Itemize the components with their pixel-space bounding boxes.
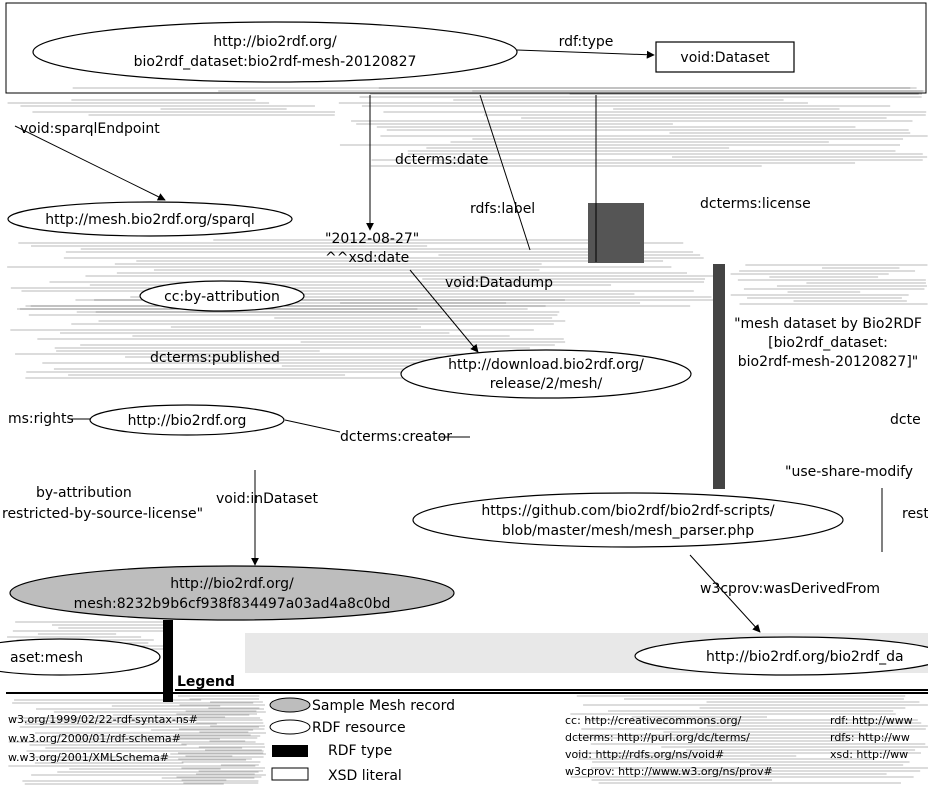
legend-resource-swatch	[269, 719, 311, 735]
datadump-edge	[409, 269, 479, 353]
date-type: ^^xsd:date	[325, 250, 409, 266]
right-namespace-label: http://bio2rdf.org/bio2rdf_da	[706, 649, 904, 665]
date-edge-label: dcterms:date	[395, 152, 488, 168]
label-edge-label: rdfs:label	[470, 201, 535, 217]
ns-rdf-right: rdf: http://www	[830, 714, 913, 727]
record-uri-line2: mesh:8232b9b6cf938f834497a03ad4a8c0bd	[74, 596, 391, 612]
ns-dcterms: dcterms: http://purl.org/dc/terms/	[565, 731, 750, 744]
derived-edge-label: w3cprov:wasDerivedFrom	[700, 581, 880, 597]
dataset-uri-line2: bio2rdf_dataset:bio2rdf-mesh-20120827	[134, 54, 417, 70]
sparql-edge	[14, 125, 166, 201]
label-literal-line3: bio2rdf-mesh-20120827]"	[738, 354, 919, 370]
legend-literal-swatch	[271, 767, 309, 781]
sparql-endpoint-note: void:sparqlEndpoint	[20, 121, 160, 137]
label-literal-line1: "mesh dataset by Bio2RDF	[734, 316, 922, 332]
cc-label: cc:by-attribution	[164, 289, 280, 305]
bio2rdf-uri: http://bio2rdf.org	[128, 413, 247, 429]
legend-record-swatch	[269, 697, 311, 713]
datadump-edge-label: void:Datadump	[445, 275, 553, 291]
bio2rdf-node[interactable]: http://bio2rdf.org	[89, 404, 285, 436]
date-literal: "2012-08-27" ^^xsd:date	[325, 231, 419, 266]
use-share-literal: "use-share-modify	[785, 464, 913, 480]
void-dataset-label: void:Dataset	[680, 50, 770, 66]
published-edge-label: dcterms:published	[150, 350, 280, 366]
ns-cc: cc: http://creativecommons.org/	[565, 714, 742, 727]
record-node[interactable]: http://bio2rdf.org/ mesh:8232b9b6cf938f8…	[9, 565, 455, 621]
download-node[interactable]: http://download.bio2rdf.org/ release/2/m…	[400, 349, 692, 399]
creator-edge	[284, 419, 341, 433]
dataset-uri-line1: http://bio2rdf.org/	[213, 34, 337, 50]
legend-title: Legend	[177, 674, 235, 690]
legend-literal-label: XSD literal	[328, 768, 402, 784]
legend-type-label: RDF type	[328, 743, 392, 759]
rdf-type-edge	[516, 49, 655, 59]
restricted-literal: restricted-by-source-license"	[2, 506, 203, 522]
ns-rdf: w3.org/1999/02/22-rdf-syntax-ns#	[8, 713, 198, 726]
in-dataset-edge-label: void:inDataset	[216, 491, 318, 507]
legend: Legend Sample Mesh record RDF resource R…	[6, 674, 928, 784]
ns-xsd: w.w3.org/2001/XMLSchema#	[8, 751, 169, 764]
creator-edge-label: dcterms:creator	[340, 429, 452, 445]
by-attribution-literal: by-attribution	[36, 485, 132, 501]
github-uri-line2: blob/master/mesh/mesh_parser.php	[502, 523, 754, 539]
download-uri-line1: http://download.bio2rdf.org/	[448, 357, 644, 373]
github-node[interactable]: https://github.com/bio2rdf/bio2rdf-scrip…	[412, 492, 844, 548]
legend-type-swatch	[272, 745, 308, 757]
rdf-type-label: rdf:type	[559, 34, 614, 50]
rights-edge-label: ms:rights	[8, 411, 74, 427]
left-namespace-label: aset:mesh	[10, 650, 83, 666]
dark-bar	[713, 264, 725, 489]
right-namespace-node[interactable]: http://bio2rdf.org/bio2rdf_da	[634, 636, 928, 676]
label-literal-line2: [bio2rdf_dataset:	[768, 335, 888, 351]
sparql-node[interactable]: http://mesh.bio2rdf.org/sparql	[7, 201, 293, 237]
label-literal: "mesh dataset by Bio2RDF [bio2rdf_datase…	[734, 316, 922, 370]
legend-record-label: Sample Mesh record	[312, 698, 455, 714]
cc-node[interactable]: cc:by-attribution	[139, 280, 305, 312]
license-edge-label: dcterms:license	[700, 196, 811, 212]
rest-literal: rest	[902, 506, 928, 522]
ns-rdfs: w.w3.org/2000/01/rdf-schema#	[8, 732, 181, 745]
ns-rdfs-right: rdfs: http://ww	[830, 731, 910, 744]
sparql-uri: http://mesh.bio2rdf.org/sparql	[45, 212, 255, 228]
dataset-node[interactable]: http://bio2rdf.org/ bio2rdf_dataset:bio2…	[32, 21, 518, 83]
legend-left-bar	[163, 620, 173, 702]
scanline-bands	[7, 87, 928, 785]
dcte-edge-label: dcte	[890, 412, 921, 428]
top-frame	[5, 2, 927, 94]
record-uri-line1: http://bio2rdf.org/	[170, 576, 294, 592]
date-value: "2012-08-27"	[325, 231, 419, 247]
label-edge	[479, 94, 531, 251]
ns-w3cprov: w3cprov: http://www.w3.org/ns/prov#	[565, 765, 773, 778]
legend-resource-label: RDF resource	[312, 720, 406, 736]
dark-block	[588, 203, 644, 263]
ns-xsd-right: xsd: http://ww	[830, 748, 908, 761]
download-uri-line2: release/2/mesh/	[490, 376, 603, 392]
derived-edge	[689, 554, 761, 633]
ns-void: void: http://rdfs.org/ns/void#	[565, 748, 724, 761]
left-namespace-node[interactable]: aset:mesh	[0, 638, 161, 676]
void-dataset-node[interactable]: void:Dataset	[655, 41, 795, 73]
github-uri-line1: https://github.com/bio2rdf/bio2rdf-scrip…	[481, 503, 775, 519]
